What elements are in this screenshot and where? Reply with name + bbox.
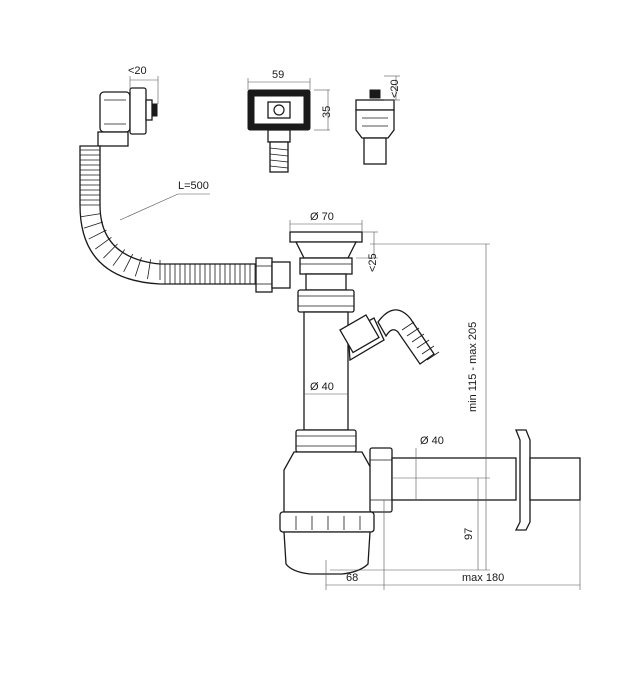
hose-rib <box>88 229 107 240</box>
hose-rib <box>147 259 152 280</box>
label-overflow-height: 35 <box>321 106 333 118</box>
horizontal-outlet-pipe <box>391 457 517 501</box>
label-outlet-height: 97 <box>463 528 475 540</box>
dim-outlet-height: 97 <box>330 477 490 571</box>
label-trap-offset: 68 <box>346 572 358 584</box>
dim-overflow-height: 35 <box>314 89 333 131</box>
trap-bottle <box>279 451 375 575</box>
dim-trap-offset: 68 <box>325 500 385 590</box>
dim-outlet-reach: max 180 <box>384 500 581 590</box>
dim-total-height: min 115 - max 205 <box>370 243 490 570</box>
sink-strainer <box>289 231 363 291</box>
dim-outlet-pipe: Ø 40 <box>415 435 444 500</box>
barb-rib <box>401 321 415 331</box>
overflow-connection-nut <box>255 257 291 293</box>
dim-overflow-protrusion: <20 <box>128 65 159 104</box>
upper-nut <box>297 289 355 313</box>
label-vertical-pipe: Ø 40 <box>310 381 334 393</box>
hose-rib <box>95 237 112 250</box>
overflow-grille <box>247 89 311 173</box>
label-sink-flange: Ø 70 <box>310 211 334 223</box>
outlet-nut <box>369 447 393 513</box>
barb-rib <box>406 327 420 337</box>
barb-rib <box>416 339 430 349</box>
label-overflow-protrusion: <20 <box>128 65 147 77</box>
grille-stem-rib <box>269 147 289 151</box>
hose-rib <box>123 253 134 273</box>
hose-rib <box>80 213 101 218</box>
label-plug-protrusion: <20 <box>389 79 401 98</box>
label-hose-length: L=500 <box>178 180 209 192</box>
label-total-height: min 115 - max 205 <box>467 322 479 412</box>
barb-rib <box>411 333 425 343</box>
drain-plug <box>355 89 395 165</box>
lower-nut <box>295 429 357 453</box>
label-flange-height: <25 <box>367 253 379 272</box>
label-overflow-width: 59 <box>272 69 284 81</box>
corrugated-overflow-hose <box>79 145 259 285</box>
dim-flange-height: <25 <box>356 231 379 272</box>
dim-sink-flange: Ø 70 <box>289 211 363 232</box>
dim-plug-protrusion: <20 <box>384 75 401 101</box>
hose-rib <box>103 243 118 259</box>
hose-rib <box>83 221 104 229</box>
wall-flange <box>514 429 581 531</box>
hose-rib <box>112 249 126 266</box>
dim-overflow-width: 59 <box>247 69 311 90</box>
label-outlet-reach: max 180 <box>462 572 504 584</box>
label-outlet-pipe: Ø 40 <box>420 435 444 447</box>
hose-rib <box>134 257 142 277</box>
overflow-elbow-fitting <box>97 87 158 147</box>
barb-rib <box>426 351 440 361</box>
dim-hose-length: L=500 <box>119 180 210 221</box>
grille-stem-rib <box>269 153 289 157</box>
side-hose-connector <box>339 309 440 365</box>
grille-stem-rib <box>269 165 289 169</box>
dim-vertical-pipe: Ø 40 <box>304 381 348 395</box>
barb-rib <box>421 345 435 355</box>
grille-stem-rib <box>269 159 289 163</box>
